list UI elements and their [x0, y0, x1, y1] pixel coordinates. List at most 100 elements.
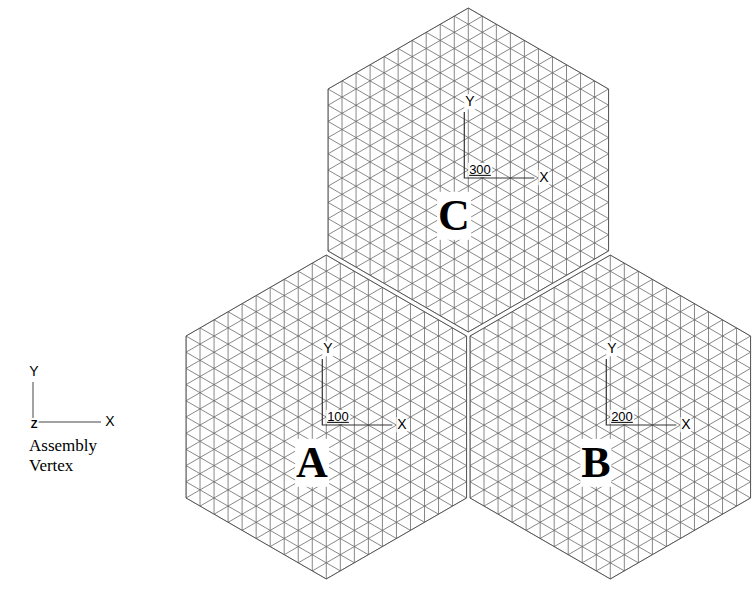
mesh-line	[308, 219, 753, 543]
vertex-caption: Assembly Vertex	[28, 436, 114, 475]
mesh-line	[280, 170, 753, 494]
mesh-line	[424, 93, 425, 592]
mesh-line	[237, 0, 753, 247]
mesh-line	[322, 243, 753, 567]
mesh-line	[567, 93, 568, 592]
axis-line	[33, 422, 101, 423]
mesh-line	[294, 194, 753, 518]
mesh-line	[0, 340, 557, 592]
mesh-line	[343, 231, 753, 555]
mesh-line	[244, 0, 753, 235]
mesh-line	[244, 105, 753, 429]
mesh-line	[124, 0, 685, 223]
mesh-line	[95, 340, 656, 592]
mesh-line	[467, 0, 468, 494]
mesh-hexagon: Y 100X A	[186, 255, 467, 579]
mesh-line	[322, 267, 753, 591]
part-letter: B	[580, 439, 611, 487]
mesh-line	[287, 328, 753, 592]
mesh-line	[152, 0, 713, 271]
mesh-line	[0, 158, 550, 482]
axis-label: Y	[28, 364, 39, 379]
mesh-line	[199, 93, 200, 592]
axis-label: Y	[322, 341, 333, 356]
mesh-line	[315, 279, 753, 592]
mesh-line	[736, 93, 737, 592]
mesh-line	[438, 93, 439, 592]
mesh-line	[280, 340, 753, 592]
axis-label: X	[680, 417, 691, 432]
mesh-line	[0, 134, 536, 458]
mesh-line	[496, 0, 497, 494]
mesh-line	[379, 170, 753, 494]
mesh-line	[3, 328, 564, 592]
mesh-line	[386, 158, 753, 482]
mesh-line	[66, 291, 627, 592]
mesh-line	[354, 93, 355, 592]
mesh-line	[364, 194, 753, 518]
mesh-line	[410, 93, 411, 592]
mesh-line	[241, 93, 242, 592]
axis-label: X	[396, 417, 407, 432]
mesh-line	[580, 0, 581, 494]
part-letter: A	[295, 439, 329, 487]
mesh-line	[666, 93, 667, 592]
mesh-hexagon: Y300XC	[328, 8, 609, 332]
part-letter: C	[437, 192, 471, 240]
mesh-line	[258, 0, 753, 211]
mesh-line	[595, 93, 596, 592]
mesh-line	[482, 0, 483, 494]
mesh-line	[138, 93, 699, 417]
mesh-line	[336, 243, 753, 567]
mesh-line	[173, 0, 734, 308]
mesh-line	[294, 316, 753, 592]
mesh-line	[371, 182, 753, 506]
mesh-line	[227, 93, 228, 592]
mesh-line	[194, 0, 753, 320]
mesh-line	[722, 93, 723, 592]
hex-outline	[470, 255, 751, 579]
mesh-line	[213, 93, 214, 592]
mesh-line	[215, 0, 753, 283]
mesh-line	[301, 206, 753, 530]
mesh-line	[124, 117, 685, 441]
mesh-line	[694, 93, 695, 592]
mesh-line	[17, 206, 578, 530]
mesh-line	[0, 352, 550, 592]
mesh-line	[237, 93, 753, 417]
mesh-line	[80, 316, 641, 592]
axis-label: Z	[30, 418, 39, 430]
local-axes	[322, 359, 392, 425]
mesh-line	[411, 0, 412, 494]
mesh-line	[638, 93, 639, 592]
mesh-line	[311, 93, 312, 592]
mesh-line	[393, 146, 753, 470]
mesh-line	[117, 0, 678, 211]
mesh-line	[166, 0, 727, 296]
mesh-line	[194, 20, 753, 344]
axis-label: Y	[464, 94, 475, 109]
hex-outline	[328, 8, 609, 332]
mesh-line	[355, 0, 356, 494]
mesh-line	[287, 182, 753, 506]
mesh-line	[553, 93, 554, 592]
mesh-line	[368, 93, 369, 592]
mesh-line	[566, 0, 567, 494]
mesh-line	[229, 0, 753, 259]
mesh-line	[552, 0, 553, 494]
mesh-line	[525, 93, 526, 592]
mesh-line	[259, 134, 753, 458]
mesh-line	[308, 291, 753, 592]
mesh-line	[680, 93, 681, 592]
mesh-line	[24, 291, 585, 592]
mesh-line	[400, 134, 753, 458]
part-number: 100	[326, 410, 350, 424]
mesh-line	[0, 170, 557, 494]
mesh-line	[439, 0, 440, 494]
mesh-line	[511, 93, 512, 592]
mesh-line	[425, 0, 426, 494]
mesh-line	[0, 364, 543, 592]
mesh-line	[364, 316, 753, 592]
axis-label: Y	[606, 341, 617, 356]
mesh-line	[350, 219, 753, 543]
